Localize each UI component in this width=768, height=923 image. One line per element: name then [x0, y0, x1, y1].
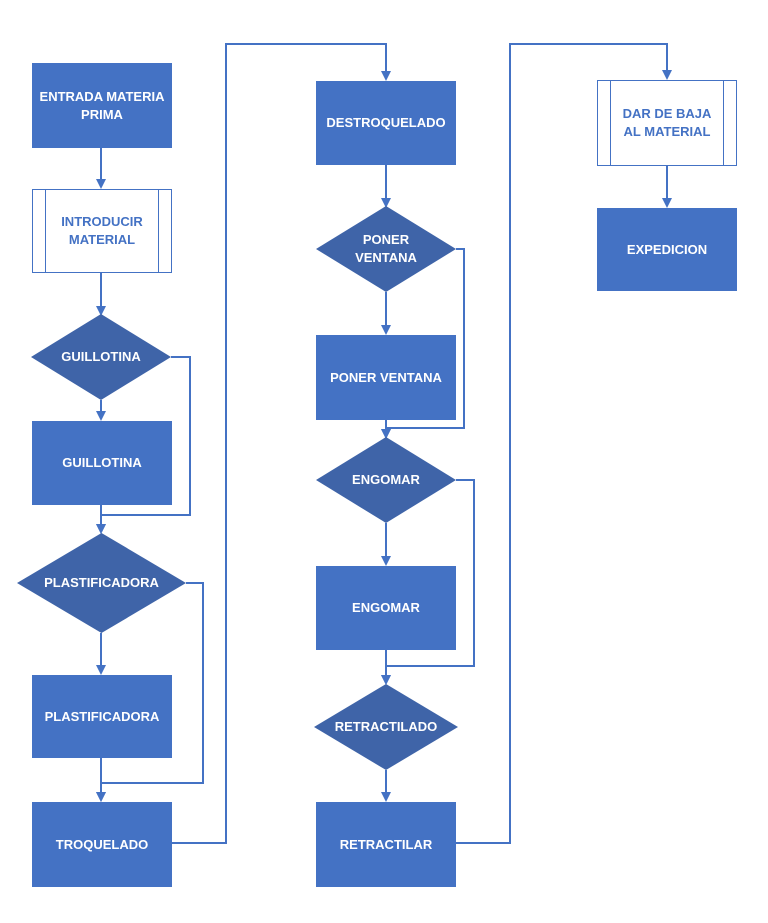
decision-retractilado[interactable]: RETRACTILADO: [314, 684, 458, 770]
node-destroquelado[interactable]: DESTROQUELADO: [316, 81, 456, 165]
decision-engomar[interactable]: ENGOMAR: [316, 437, 456, 523]
decision-label: GUILLOTINA: [61, 349, 141, 365]
decision-plastificadora[interactable]: PLASTIFICADORA: [17, 533, 186, 633]
arrow-troquelado-to-destroquelado: [172, 43, 391, 844]
node-poner-ventana[interactable]: PONER VENTANA: [316, 335, 456, 420]
decision-shape: [314, 684, 458, 770]
node-expedicion[interactable]: EXPEDICION: [597, 208, 737, 291]
decision-shape: [17, 533, 186, 633]
node-plastificadora[interactable]: PLASTIFICADORA: [32, 675, 172, 758]
arrow-retractilar-to-dar-de-baja: [456, 43, 672, 844]
node-guillotina[interactable]: GUILLOTINA: [32, 421, 172, 505]
node-introducir-material[interactable]: INTRODUCIR MATERIAL: [32, 189, 172, 273]
decision-label: PONER VENTANA: [355, 232, 417, 265]
node-retractilar[interactable]: RETRACTILAR: [316, 802, 456, 887]
decision-label: PLASTIFICADORA: [44, 575, 159, 591]
decision-label: ENGOMAR: [352, 472, 420, 488]
decision-label: RETRACTILADO: [334, 719, 438, 735]
node-dar-de-baja-al-material[interactable]: DAR DE BAJA AL MATERIAL: [597, 80, 737, 166]
node-troquelado[interactable]: TROQUELADO: [32, 802, 172, 887]
decision-shape: [31, 314, 171, 400]
decision-guillotina[interactable]: GUILLOTINA: [31, 314, 171, 400]
node-engomar[interactable]: ENGOMAR: [316, 566, 456, 650]
decision-shape: [316, 437, 456, 523]
node-entrada-materia-prima[interactable]: ENTRADA MATERIA PRIMA: [32, 63, 172, 148]
decision-poner-ventana[interactable]: PONER VENTANA: [316, 206, 456, 292]
decision-shape: [316, 206, 456, 292]
